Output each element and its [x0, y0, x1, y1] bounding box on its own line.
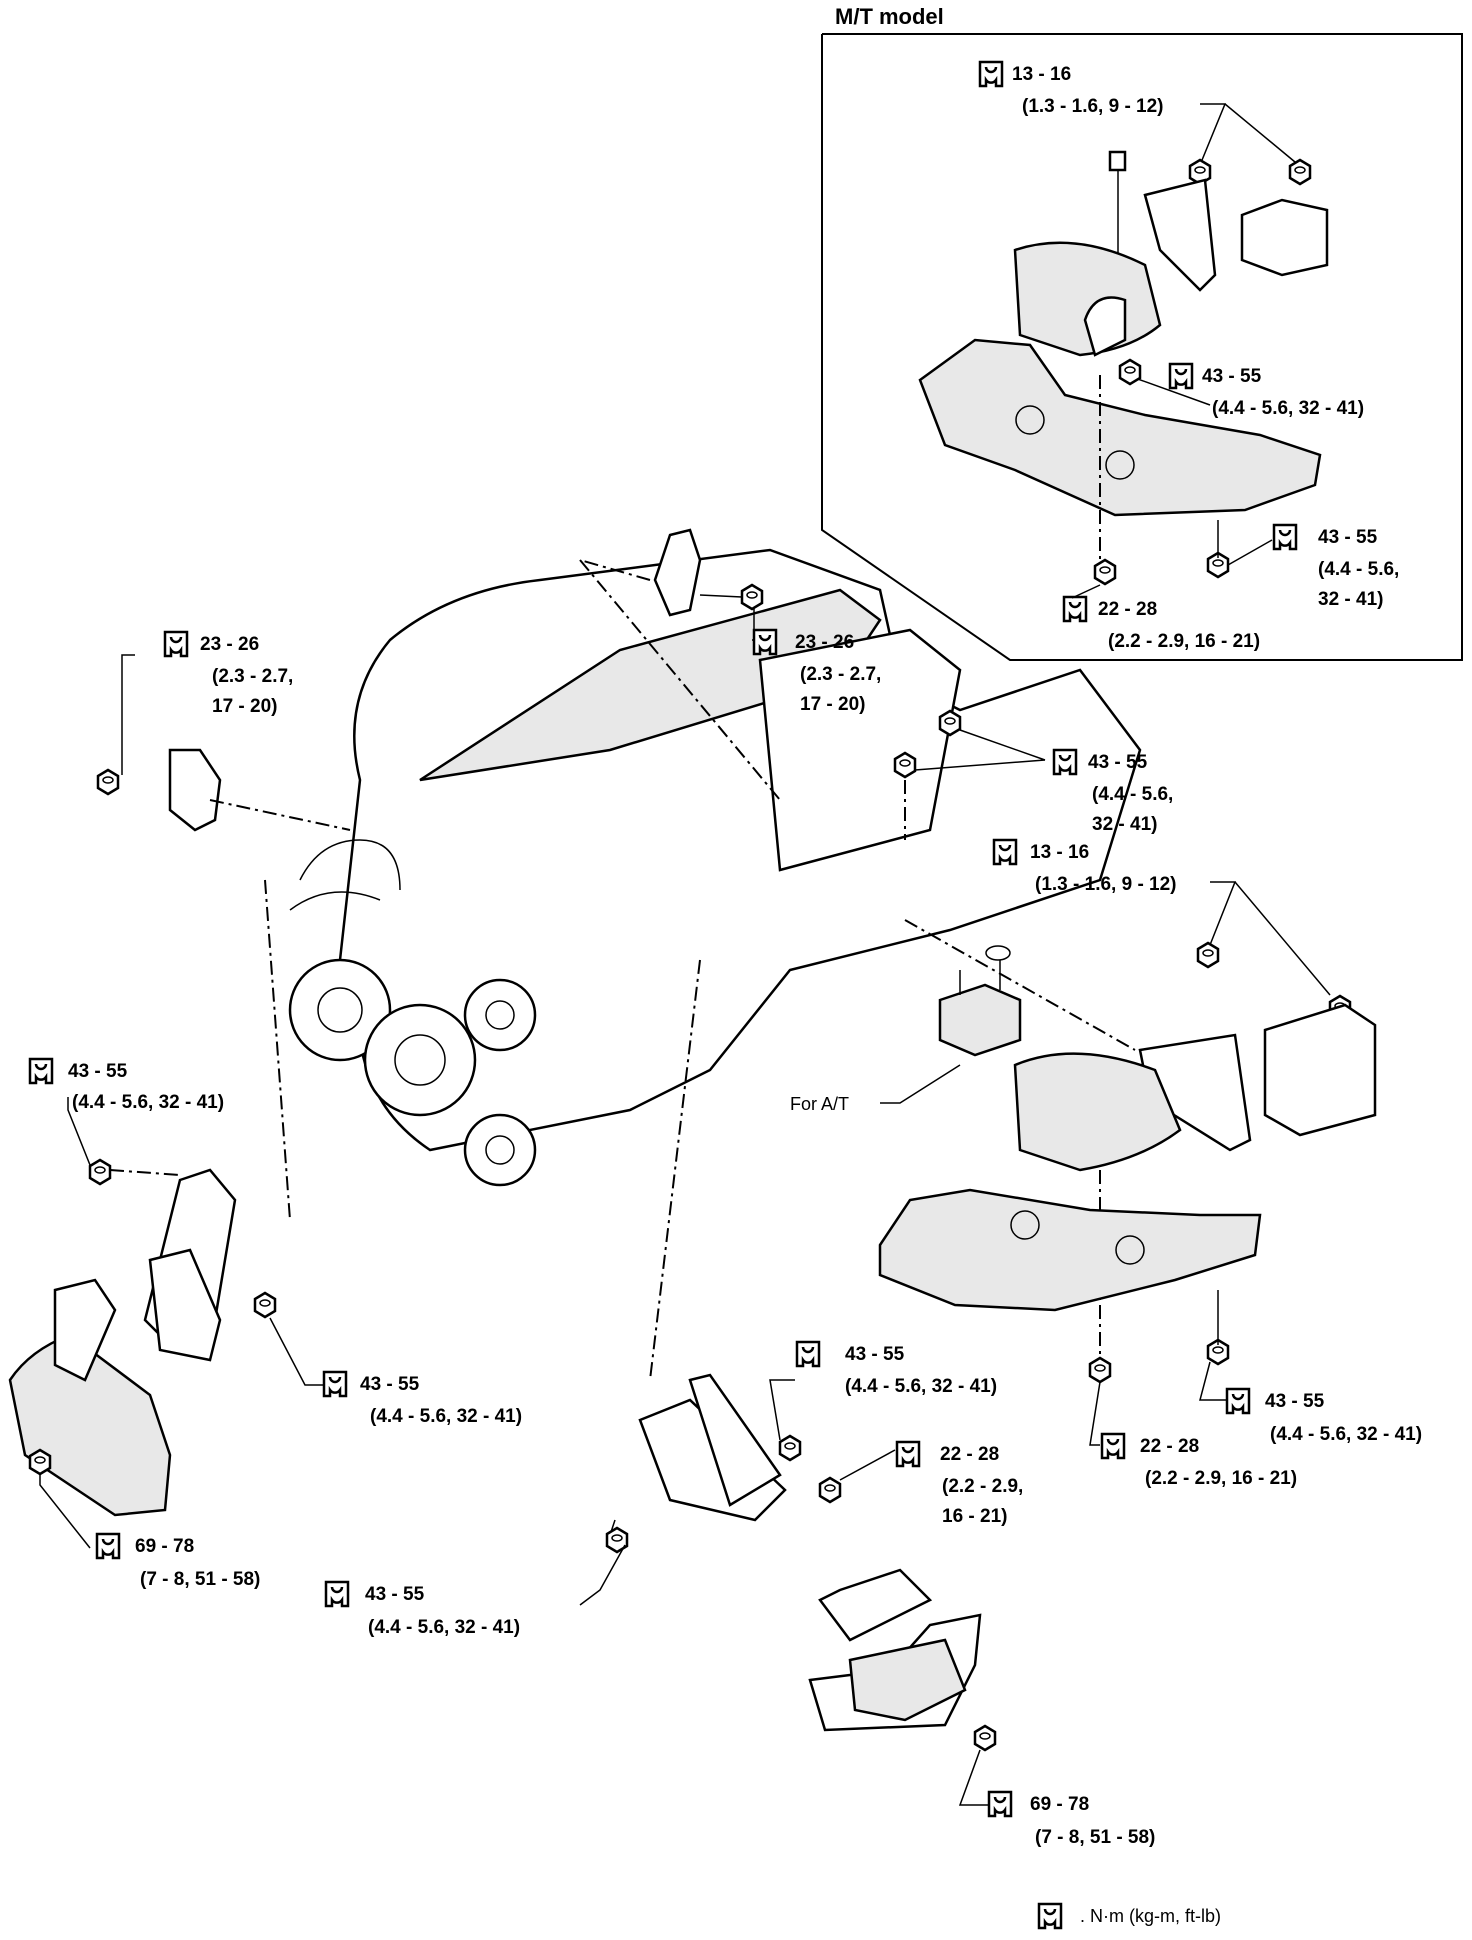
torque-wrench-icon: [1062, 595, 1088, 623]
torque-wrench-icon: [28, 1057, 54, 1085]
right-engine-mount: 43 - 55 (4.4 - 5.6, 32 - 41) 43 - 55 (4.…: [324, 959, 1155, 1848]
nut-icon: [1196, 941, 1220, 969]
torque-wrench-icon: [1272, 523, 1298, 551]
torque-43-55-mount-sub2: 32 - 41): [1092, 814, 1157, 835]
for-at-label: For A/T: [790, 1094, 849, 1114]
torque-23-26-top-sub1: (2.3 - 2.7,: [800, 664, 881, 685]
mt-torque-43-55-b: 43 - 55: [1318, 527, 1378, 548]
torque-43-55-right-bracket-sub: (4.4 - 5.6, 32 - 41): [368, 1617, 520, 1638]
torque-69-78-right-sub: (7 - 8, 51 - 58): [1035, 1827, 1155, 1848]
mt-model-inset: M/T model 13 - 16 (1.3 - 1.6, 9 - 12) 43…: [821, 4, 1463, 661]
mt-torque-43-55-a: 43 - 55: [1202, 366, 1262, 387]
bolt-icon: [778, 1434, 802, 1462]
torque-wrench-icon: [322, 1370, 348, 1398]
torque-wrench-icon: [1100, 1432, 1126, 1460]
torque-69-78-left-sub: (7 - 8, 51 - 58): [140, 1569, 260, 1590]
mt-model-title: M/T model: [835, 4, 944, 29]
nut-icon: [1088, 1356, 1112, 1384]
bolt-icon: [740, 583, 764, 611]
bolt-icon: [96, 768, 120, 796]
torque-43-55-left-nut-sub: (4.4 - 5.6, 32 - 41): [370, 1406, 522, 1427]
torque-wrench-icon: [795, 1340, 821, 1368]
units-legend: . N·m (kg-m, ft-lb): [1037, 1902, 1221, 1930]
nut-icon: [893, 751, 917, 779]
nut-icon: [28, 1448, 52, 1476]
torque-23-26-left-sub2: 17 - 20): [212, 696, 277, 717]
torque-wrench-icon: [752, 628, 778, 656]
torque-wrench-icon: [987, 1790, 1013, 1818]
torque-43-55-right-bracket: 43 - 55: [365, 1584, 425, 1605]
torque-23-26-left: 23 - 26: [200, 634, 259, 655]
torque-wrench-icon: [992, 838, 1018, 866]
torque-wrench-icon: [1168, 362, 1194, 390]
torque-13-16: 13 - 16: [1030, 842, 1089, 863]
mt-rear-mount-assembly: [1013, 150, 1329, 357]
torque-wrench-icon: [95, 1532, 121, 1560]
rear-mount-assembly: 13 - 16 (1.3 - 1.6, 9 - 12): [904, 780, 1377, 1360]
engine-left-bracket: 23 - 26 (2.3 - 2.7, 17 - 20): [96, 630, 351, 832]
torque-43-55-right-bolt-sub: (4.4 - 5.6, 32 - 41): [845, 1376, 997, 1397]
torque-23-26-top: 23 - 26: [795, 632, 854, 653]
torque-43-55-left-bolt: 43 - 55: [68, 1061, 128, 1082]
torque-43-55-mount: 43 - 55: [1088, 752, 1148, 773]
bolt-icon: [88, 1158, 112, 1186]
torque-wrench-icon: [1052, 748, 1078, 776]
nut-icon: [1093, 558, 1117, 586]
nut-icon: [938, 709, 962, 737]
torque-43-55-left-nut: 43 - 55: [360, 1374, 420, 1395]
torque-22-28-member-sub: (2.2 - 2.9, 16 - 21): [1145, 1468, 1297, 1489]
mt-torque-43-55-a-sub: (4.4 - 5.6, 32 - 41): [1212, 398, 1364, 419]
mt-torque-13-16: 13 - 16: [1012, 64, 1071, 85]
torque-43-55-right-bolt: 43 - 55: [845, 1344, 905, 1365]
nut-icon: [1288, 158, 1312, 186]
mt-crossmember: [918, 338, 1322, 517]
torque-22-28-right-sub2: 16 - 21): [942, 1506, 1007, 1527]
nut-icon: [973, 1724, 997, 1752]
inset-frame: [821, 33, 1463, 661]
nut-icon: [253, 1291, 277, 1319]
torque-43-55-left-bolt-sub: (4.4 - 5.6, 32 - 41): [72, 1092, 224, 1113]
engine-top-bracket: 23 - 26 (2.3 - 2.7, 17 - 20): [579, 528, 881, 801]
torque-22-28-right-sub1: (2.2 - 2.9,: [942, 1476, 1023, 1497]
torque-wrench-icon: [1225, 1387, 1251, 1415]
at-mount: For A/T: [790, 945, 1022, 1114]
mt-torque-22-28-sub: (2.2 - 2.9, 16 - 21): [1108, 631, 1260, 652]
torque-69-78-right: 69 - 78: [1030, 1794, 1089, 1815]
washer-icon: [1118, 358, 1142, 386]
torque-wrench-icon: [1037, 1902, 1063, 1930]
torque-wrench-icon: [978, 60, 1004, 88]
torque-23-26-top-sub2: 17 - 20): [800, 694, 865, 715]
torque-43-55-member-sub: (4.4 - 5.6, 32 - 41): [1270, 1424, 1422, 1445]
torque-22-28-right: 22 - 28: [940, 1444, 999, 1465]
torque-wrench-icon: [895, 1440, 921, 1468]
torque-22-28-member: 22 - 28: [1140, 1436, 1199, 1457]
mt-torque-43-55-b-sub1: (4.4 - 5.6,: [1318, 559, 1399, 580]
torque-23-26-left-sub1: (2.3 - 2.7,: [212, 666, 293, 687]
mt-torque-22-28: 22 - 28: [1098, 599, 1157, 620]
mt-torque-43-55-b-sub2: 32 - 41): [1318, 589, 1383, 610]
torque-wrench-icon: [324, 1580, 350, 1608]
engine-assembly: [288, 548, 1142, 1187]
nut-icon: [605, 1526, 629, 1554]
torque-69-78-left: 69 - 78: [135, 1536, 194, 1557]
torque-wrench-icon: [163, 630, 189, 658]
mt-torque-13-16-sub: (1.3 - 1.6, 9 - 12): [1022, 96, 1164, 117]
transmission-mount-nuts: 43 - 55 (4.4 - 5.6, 32 - 41): [893, 709, 1173, 835]
nut-icon: [818, 1476, 842, 1504]
torque-13-16-sub: (1.3 - 1.6, 9 - 12): [1035, 874, 1177, 895]
left-engine-mount: 43 - 55 (4.4 - 5.6, 32 - 41) 43 - 55 (4.…: [8, 879, 522, 1590]
main-crossmember: 43 - 55 (4.4 - 5.6, 32 - 41) 22 - 28 (2.…: [878, 1188, 1422, 1489]
units-legend-text: . N·m (kg-m, ft-lb): [1080, 1906, 1221, 1926]
torque-43-55-mount-sub1: (4.4 - 5.6,: [1092, 784, 1173, 805]
torque-43-55-member: 43 - 55: [1265, 1391, 1325, 1412]
